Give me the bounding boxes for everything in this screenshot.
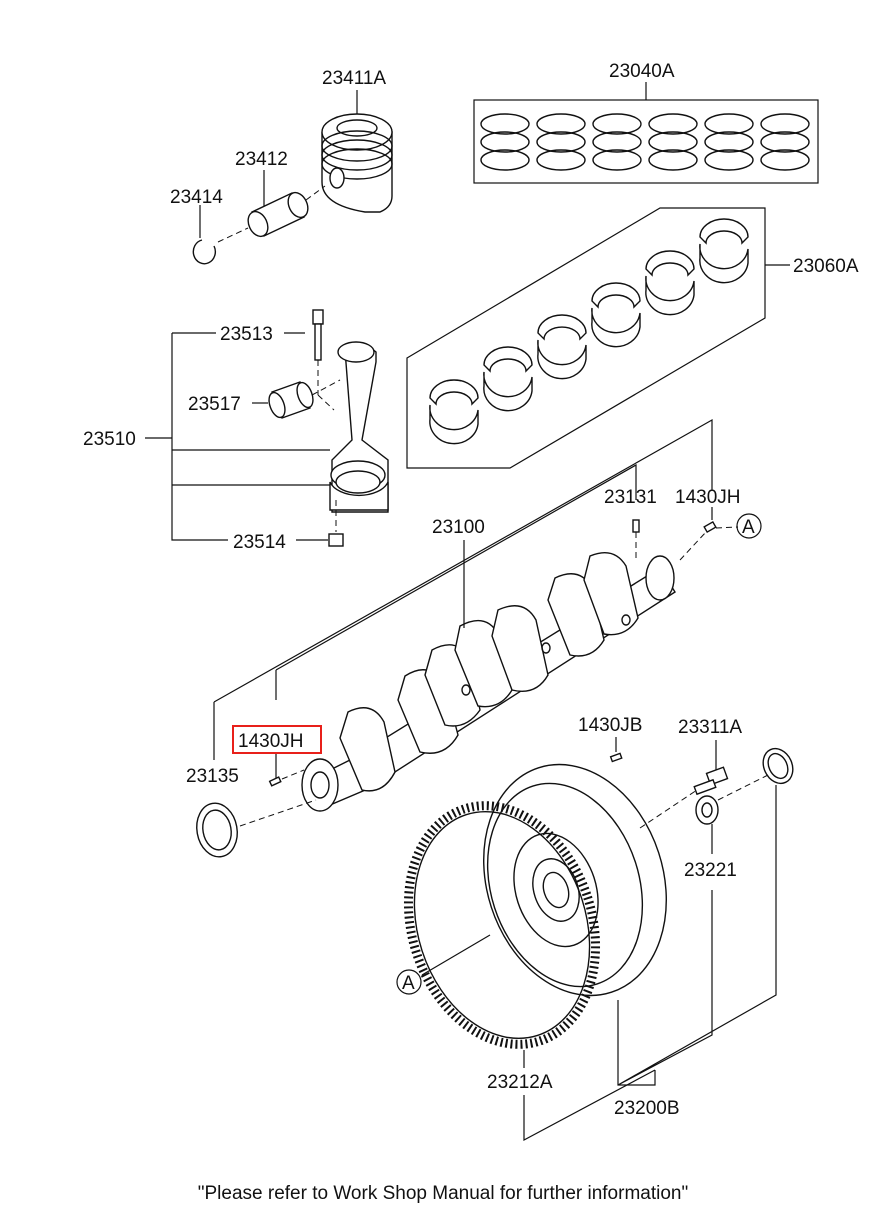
label-dowel-pin-highlight[interactable]: 1430JH [238, 731, 304, 752]
reference-a-top-circle [736, 513, 762, 539]
piston-pin-illustration [247, 191, 309, 238]
crankshaft-illustration [301, 552, 676, 812]
conrod-nut-illustration [328, 533, 344, 547]
crankshaft-bracket [213, 418, 713, 760]
ring-gear-illustration [403, 801, 601, 1049]
dowel-pin-flywheel [609, 752, 623, 763]
reference-a-bottom-circle [396, 969, 422, 995]
label-ring-gear[interactable]: 23212A [487, 1072, 553, 1093]
label-front-seal[interactable]: 23135 [186, 766, 239, 787]
label-ring-set[interactable]: 23040A [609, 61, 675, 82]
label-conrod-assy[interactable]: 23510 [83, 429, 136, 450]
label-bushing[interactable]: 23221 [684, 860, 737, 881]
piston-illustration [321, 113, 393, 213]
label-crankshaft[interactable]: 23100 [432, 517, 485, 538]
label-dowel-pin-top[interactable]: 1430JH [675, 487, 741, 508]
label-conrod-bush[interactable]: 23517 [188, 394, 241, 415]
connecting-rod-illustration [329, 341, 389, 513]
front-seal-illustration [196, 802, 238, 858]
conrod-bush-illustration [268, 381, 314, 419]
rear-seal-illustration [762, 747, 794, 785]
reference-a-top[interactable]: A [742, 517, 755, 538]
label-piston[interactable]: 23411A [322, 68, 386, 89]
flywheel-bolt-illustration [693, 766, 729, 796]
dowel-pin-front [268, 776, 282, 787]
conrod-bolt-illustration [312, 309, 324, 361]
label-flywheel-assy[interactable]: 23200B [614, 1098, 680, 1119]
label-flywheel-bolt[interactable]: 23311A [678, 717, 742, 738]
label-piston-pin[interactable]: 23412 [235, 149, 288, 170]
label-dowel-pin-flywheel[interactable]: 1430JB [578, 715, 642, 736]
label-bearing-set[interactable]: 23060A [793, 256, 859, 277]
snap-ring-illustration [192, 239, 217, 265]
bushing-illustration [695, 795, 719, 825]
highlight-box [232, 725, 322, 754]
main-bearing-set [406, 207, 766, 469]
piston-ring-set [473, 99, 819, 184]
crank-key-illustration [632, 519, 640, 533]
dowel-pin-top [703, 520, 717, 534]
label-conrod-bolt[interactable]: 23513 [220, 324, 273, 345]
label-snap-ring[interactable]: 23414 [170, 187, 223, 208]
label-crank-key[interactable]: 23131 [604, 487, 657, 508]
reference-a-bottom[interactable]: A [402, 973, 415, 994]
label-conrod-nut[interactable]: 23514 [233, 532, 286, 553]
footer-note: "Please refer to Work Shop Manual for fu… [198, 1183, 688, 1204]
